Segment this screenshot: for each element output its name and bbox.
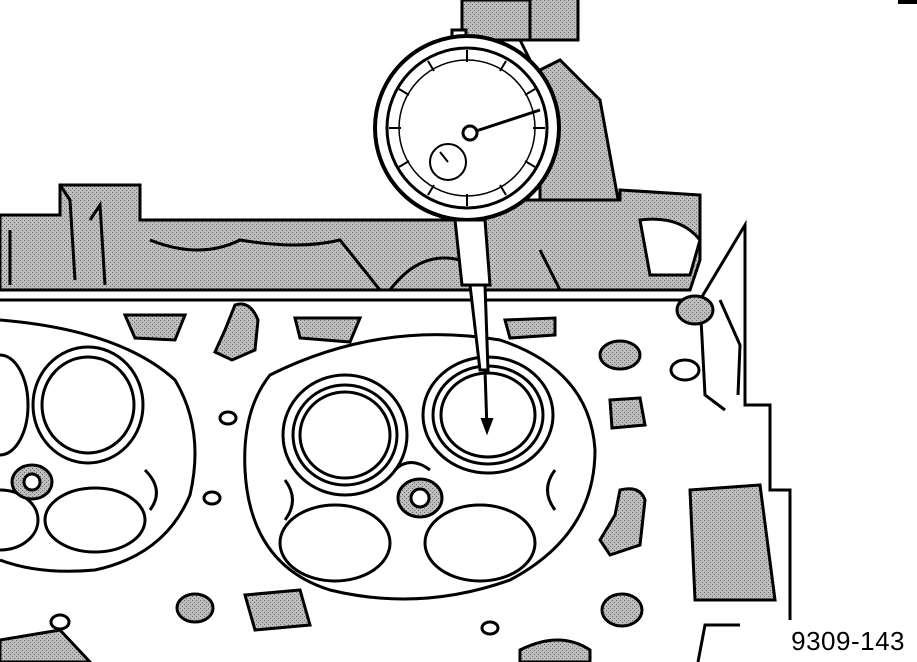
head-back-wall bbox=[0, 183, 702, 292]
head-deck bbox=[0, 219, 792, 620]
left-combustion-chamber bbox=[0, 318, 197, 573]
label-frame bbox=[696, 623, 740, 662]
deck-pads bbox=[0, 302, 777, 662]
dial-indicator bbox=[373, 28, 561, 436]
dial-ticks bbox=[389, 50, 545, 206]
bolt-holes bbox=[49, 294, 715, 636]
main-combustion-chamber bbox=[243, 333, 597, 601]
figure-label: 9309-143 bbox=[781, 624, 909, 658]
